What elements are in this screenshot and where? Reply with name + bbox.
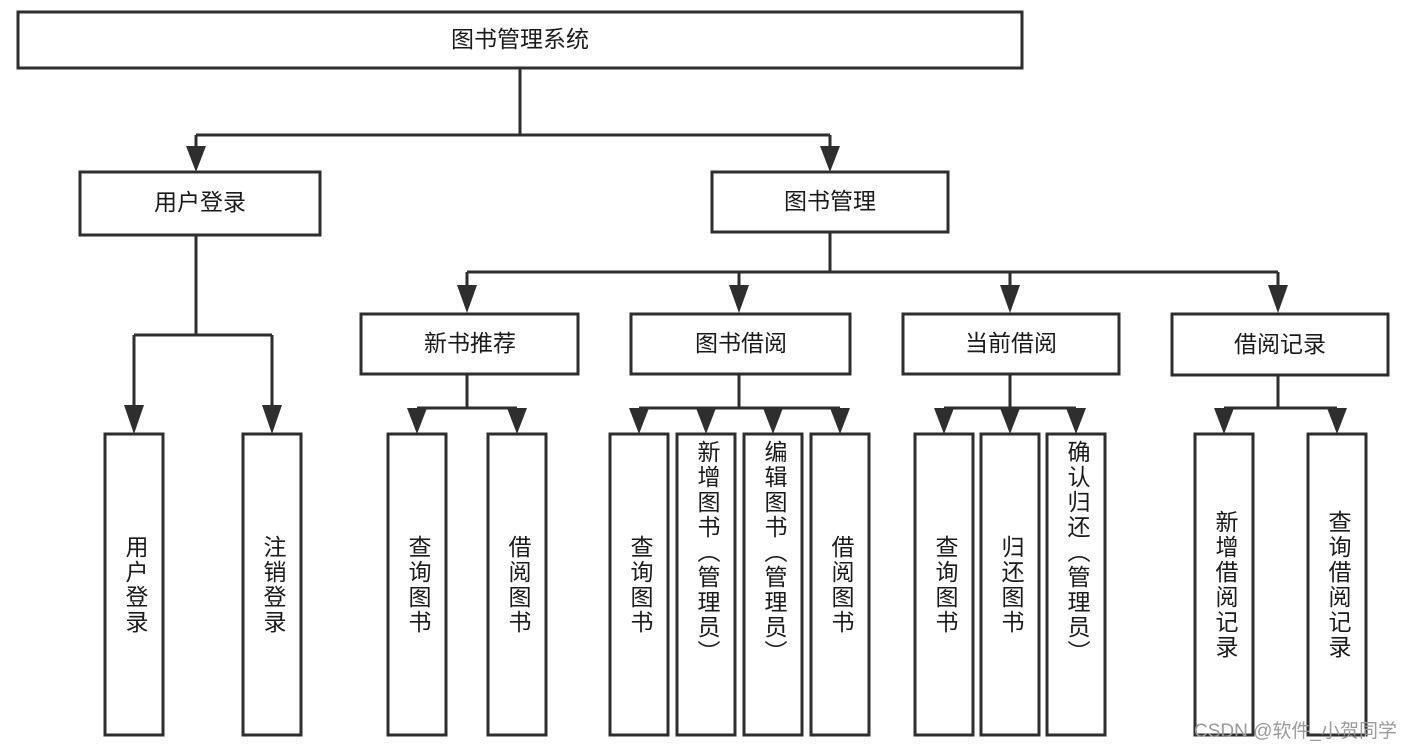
node-book-borrow[interactable]: 图书借阅 [629,312,852,376]
arrow-head-nbr-leaf-2 [507,408,527,434]
node-new-book-recommend-label: 新书推荐 [424,330,516,356]
node-new-book-recommend-box[interactable] [359,312,580,376]
node-borrow-records-label: 借阅记录 [1234,331,1326,357]
leaf-box-bb-edit-book[interactable] [742,432,804,737]
leaf-box-nbr-query-book[interactable] [386,432,448,737]
arrow-head-cb-leaf-2 [1000,408,1020,434]
leaf-box-cb-query-book[interactable] [913,432,975,737]
node-book-borrow-box[interactable] [629,312,852,376]
leaf-box-layer [103,432,1368,737]
node-root[interactable]: 图书管理系统 [16,10,1024,70]
node-current-borrow-box[interactable] [901,312,1121,376]
connector-layer [124,68,1347,434]
arrow-head-new-book-recommend [457,285,477,313]
node-book-management-label: 图书管理 [784,188,876,214]
arrow-head-br-leaf-2 [1327,408,1347,434]
arrow-head-nbr-leaf-1 [407,408,427,434]
node-user-login-label: 用户登录 [154,189,246,215]
node-root-label: 图书管理系统 [451,26,589,52]
node-book-borrow-label: 图书借阅 [695,330,787,356]
node-borrow-records-box[interactable] [1170,312,1390,377]
arrow-head-bb-leaf-3 [763,408,783,434]
node-root-box[interactable] [16,10,1024,70]
leaf-box-br-add-record[interactable] [1193,432,1255,737]
leaf-box-nbr-borrow-book[interactable] [486,432,548,737]
leaf-box-logout[interactable] [241,432,303,737]
leaf-box-user-login[interactable] [103,432,165,737]
arrow-head-cb-leaf-1 [934,408,954,434]
node-new-book-recommend[interactable]: 新书推荐 [359,312,580,376]
leaf-box-cb-return-book[interactable] [979,432,1041,737]
leaf-box-bb-query-book[interactable] [608,432,670,737]
arrow-head-book-mgmt [820,146,840,172]
node-book-management-box[interactable] [710,170,950,234]
node-current-borrow[interactable]: 当前借阅 [901,312,1121,376]
leaf-box-bb-add-book[interactable] [675,432,737,737]
node-current-borrow-label: 当前借阅 [965,330,1057,356]
arrow-head-user-login [186,146,206,172]
leaf-box-cb-confirm-return[interactable] [1045,432,1107,737]
leaf-box-bb-borrow-book[interactable] [809,432,871,737]
arrow-head-leaf-logout [262,405,282,434]
leaf-box-br-query-record[interactable] [1306,432,1368,737]
arrow-head-bb-leaf-1 [629,408,649,434]
node-borrow-records[interactable]: 借阅记录 [1170,312,1390,377]
watermark-text: CSDN @软件_小贺同学 [1194,721,1397,742]
arrow-head-current-borrow [1000,285,1020,313]
arrow-head-leaf-user-login [124,405,144,434]
node-user-login-box[interactable] [78,170,322,237]
node-book-management[interactable]: 图书管理 [710,170,950,234]
arrow-head-bb-leaf-4 [830,408,850,434]
arrow-head-bb-leaf-2 [696,408,716,434]
arrow-head-borrow-records [1268,285,1288,313]
node-user-login[interactable]: 用户登录 [78,170,322,237]
arrow-head-book-borrow [729,285,749,313]
arrow-head-cb-leaf-3 [1066,408,1086,434]
arrow-head-br-leaf-1 [1214,408,1234,434]
